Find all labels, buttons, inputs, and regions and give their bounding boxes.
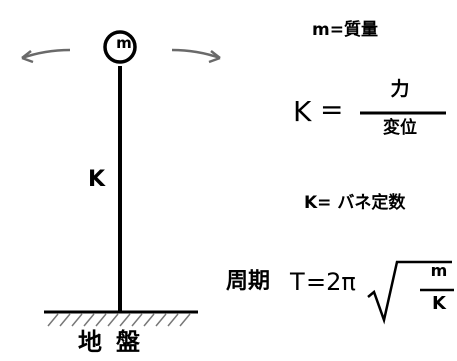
period-sqrt-denominator: K [432, 293, 446, 314]
ground-label: 地盤 [78, 328, 154, 356]
spring-constant-definition: K= バネ定数 [304, 193, 406, 213]
ground-hatch [47, 313, 191, 327]
mass-definition: m=質量 [312, 20, 378, 40]
column-stiffness-label: K [88, 167, 106, 192]
mass-circle [103, 30, 137, 64]
period-symbol: T [290, 268, 305, 296]
stiffness-formula-symbol: K [293, 95, 312, 128]
sqrt-radical-icon [367, 260, 452, 325]
period-sqrt-numerator: m [430, 261, 448, 280]
period-equals-two-pi: =2π [306, 268, 356, 296]
stiffness-formula-equals: = [320, 93, 344, 126]
sway-arrow-left-icon [21, 48, 71, 64]
mass-symbol: m [116, 34, 132, 52]
stiffness-formula-numerator: 力 [390, 78, 410, 100]
sway-arrow-right-icon [171, 48, 221, 64]
period-label: 周期 [226, 269, 271, 294]
stiffness-formula-denominator: 変位 [383, 118, 417, 138]
